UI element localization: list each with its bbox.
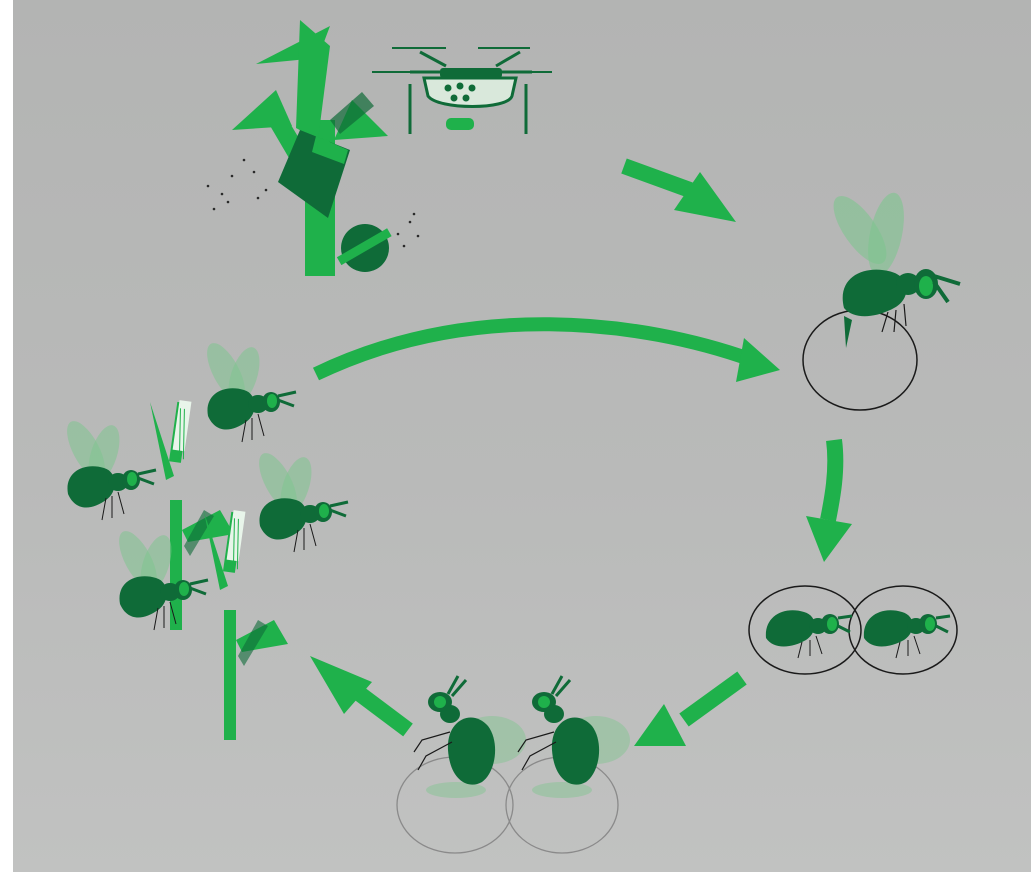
corn-plant-icon bbox=[232, 20, 388, 276]
larva-in-egg-icon bbox=[764, 608, 854, 660]
wasp-icon bbox=[197, 336, 298, 444]
emerging-wasp-icon bbox=[412, 674, 528, 787]
arrow-5 bbox=[310, 656, 413, 737]
life-cycle-diagram bbox=[13, 0, 1031, 872]
diagram-canvas bbox=[57, 20, 961, 854]
develop-stage bbox=[748, 585, 958, 675]
wasp-icon bbox=[57, 414, 158, 522]
parasitize-stage bbox=[802, 192, 961, 411]
drone-icon bbox=[372, 47, 552, 134]
corn-plant-icon bbox=[203, 509, 289, 741]
wasp-icon bbox=[249, 446, 350, 554]
wasp-icon bbox=[833, 192, 961, 348]
arrow-2 bbox=[312, 317, 780, 382]
arrow-1 bbox=[621, 158, 736, 222]
host-egg-icon bbox=[802, 309, 918, 411]
emerging-wasp-icon bbox=[516, 674, 632, 787]
arrow-3 bbox=[806, 438, 852, 562]
larva-in-egg-icon bbox=[862, 608, 952, 660]
release-stage bbox=[206, 20, 552, 276]
scattered-eggs bbox=[206, 158, 420, 248]
arrow-4 bbox=[634, 671, 747, 746]
egg-capsule-icon bbox=[336, 224, 392, 272]
emerge-stage bbox=[396, 674, 632, 854]
cycle-arrows bbox=[310, 158, 852, 746]
disperse-stage bbox=[57, 336, 350, 741]
